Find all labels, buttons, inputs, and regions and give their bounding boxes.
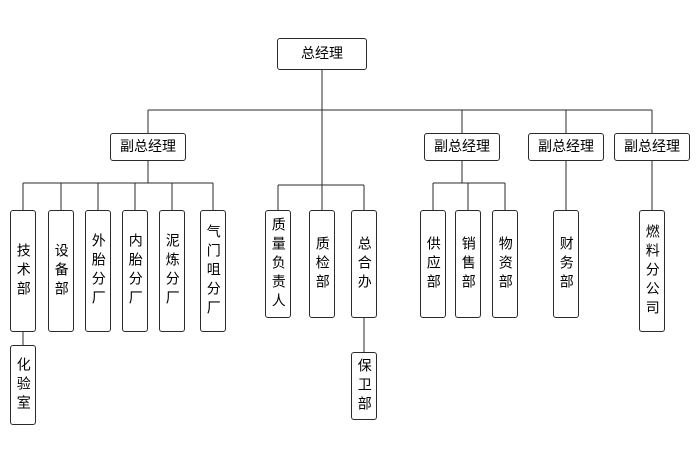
node-equipment-dept: 设备部: [48, 210, 74, 332]
node-quality-inspection-dept: 质检部: [309, 210, 335, 318]
node-sales-dept: 销售部: [455, 210, 481, 318]
node-materials-dept: 物资部: [492, 210, 518, 318]
node-deputy-gm-2: 副总经理: [424, 133, 500, 161]
node-deputy-gm-4: 副总经理: [614, 133, 690, 161]
node-inner-tube-plant: 内胎分厂: [122, 210, 148, 332]
node-valve-plant: 气门咀分厂: [200, 210, 226, 332]
node-quality-lead: 质量负责人: [265, 210, 291, 318]
node-fuel-branch: 燃料分公司: [639, 210, 665, 332]
node-mixing-plant: 泥炼分厂: [159, 210, 185, 332]
node-tech-dept: 技术部: [10, 210, 36, 332]
node-deputy-gm-1: 副总经理: [110, 133, 186, 161]
node-security-dept: 保卫部: [351, 352, 377, 420]
node-outer-tire-plant: 外胎分厂: [85, 210, 111, 332]
node-deputy-gm-3: 副总经理: [528, 133, 604, 161]
node-general-manager: 总经理: [277, 38, 367, 70]
node-finance-dept: 财务部: [553, 210, 579, 318]
node-general-office: 总合办: [351, 210, 377, 318]
node-lab: 化验室: [10, 345, 36, 425]
node-supply-dept: 供应部: [420, 210, 446, 318]
